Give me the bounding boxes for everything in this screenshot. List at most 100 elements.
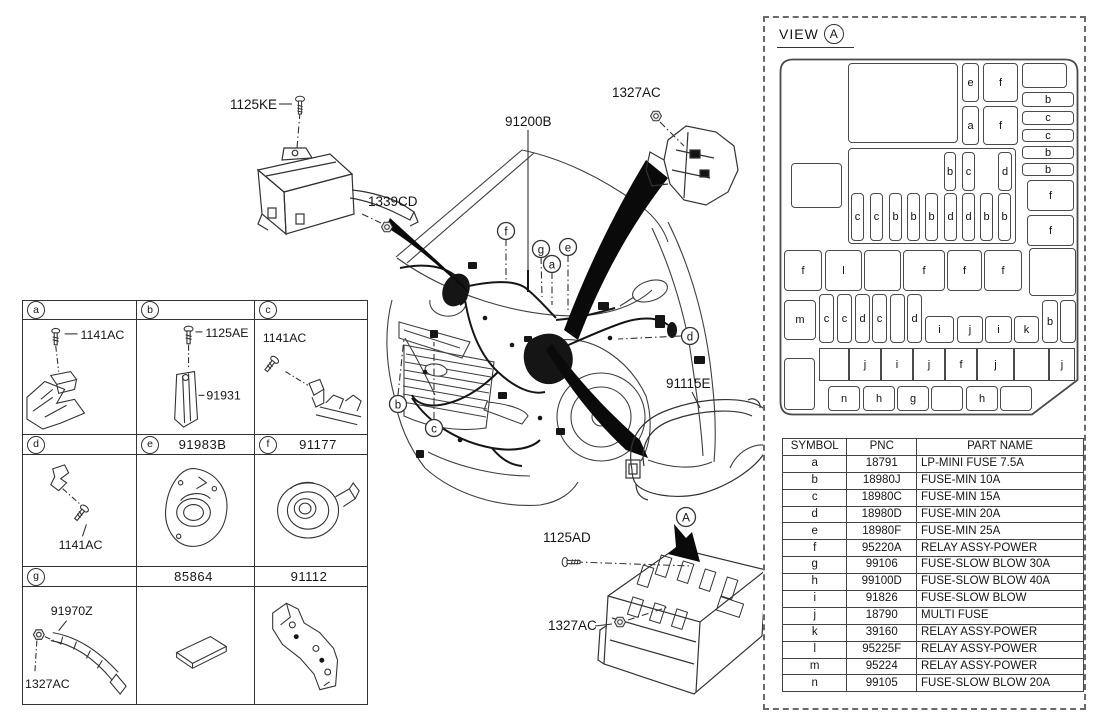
- circled-letter-a: a: [27, 301, 45, 319]
- fuse-cell-blank: [1060, 300, 1076, 343]
- symbol-cell: g: [781, 556, 848, 575]
- header-symbol: SYMBOL: [781, 438, 848, 456]
- label-91200B[interactable]: 91200B: [505, 114, 552, 129]
- label-91115E[interactable]: 91115E: [666, 376, 711, 391]
- fuse-cell-blank: [931, 386, 963, 411]
- fuse-cell-d: d: [998, 152, 1012, 191]
- nut-icon: [614, 616, 626, 628]
- label-1339CD[interactable]: 1339CD: [368, 194, 418, 209]
- fuse-cell-c: c: [819, 294, 834, 343]
- callout-d[interactable]: d: [680, 326, 700, 346]
- grid-cell-f: [255, 455, 367, 567]
- fuse-cell-m: m: [784, 300, 816, 340]
- callout-1141AC[interactable]: 1141AC: [263, 331, 307, 345]
- part-name-cell: RELAY ASSY-POWER: [916, 623, 1084, 642]
- car-body-sketch: [386, 149, 769, 506]
- fuse-cell-j: j: [849, 348, 881, 381]
- pnc-cell: 95220A: [846, 539, 918, 558]
- grid-cell-c: 1141AC: [255, 320, 367, 435]
- fuse-cell-h: h: [966, 386, 998, 411]
- fuse-cell-k: k: [1014, 316, 1039, 343]
- callout-f[interactable]: f: [496, 221, 516, 241]
- callout-a[interactable]: a: [542, 254, 562, 274]
- symbol-cell: n: [781, 674, 848, 693]
- fuse-cell-blank: [784, 358, 815, 410]
- grid-header-91112: 91112: [255, 567, 367, 587]
- label-1327AC-bottom[interactable]: 1327AC: [548, 618, 597, 633]
- fuse-cell-b: b: [1022, 146, 1074, 159]
- svg-text:f: f: [504, 227, 508, 239]
- circled-letter-f: f: [259, 435, 277, 454]
- callout-1327AC[interactable]: 1327AC: [25, 677, 70, 691]
- fuse-cell-b: b: [907, 193, 920, 241]
- pnc-cell: 18980J: [846, 471, 918, 490]
- callout-b[interactable]: b: [388, 394, 408, 414]
- pnc-cell: 18790: [846, 606, 918, 625]
- fuse-cell-b: b: [1022, 163, 1074, 176]
- grid-cell-d: 1141AC: [23, 455, 137, 567]
- svg-text:c: c: [431, 424, 437, 436]
- fuse-cell-n: n: [828, 386, 860, 411]
- callout-e[interactable]: e: [558, 237, 578, 257]
- part-number-91177[interactable]: 91177: [299, 437, 337, 452]
- callout-1125AE[interactable]: 1125AE: [205, 326, 248, 340]
- callout-c[interactable]: c: [424, 418, 444, 438]
- fuse-cell-b: b: [889, 193, 902, 241]
- view-a-marker[interactable]: A: [675, 506, 697, 528]
- symbol-cell: m: [781, 657, 848, 676]
- part-number-85864[interactable]: 85864: [174, 569, 213, 584]
- callout-1141AC[interactable]: 1141AC: [80, 328, 124, 342]
- center-diagram: A 1125KE 1339CD 91200B 1327AC 91115E 112…: [230, 85, 773, 695]
- pnc-cell: 99100D: [846, 573, 918, 592]
- callout-91970Z[interactable]: 91970Z: [51, 604, 93, 618]
- callout-91931[interactable]: 91931: [206, 388, 241, 402]
- part-number-91112[interactable]: 91112: [290, 569, 328, 584]
- symbol-table-header: SYMBOL PNC PART NAME: [781, 438, 1084, 456]
- relay-sketch: [256, 147, 419, 236]
- fuse-cell-i: i: [881, 348, 913, 381]
- part-name-cell: FUSE-SLOW BLOW: [916, 590, 1084, 608]
- screw-icon: [295, 95, 305, 115]
- bracket-sketch: [645, 125, 739, 206]
- fuse-cell-blank: [1029, 248, 1076, 296]
- fuse-cell-j: j: [913, 348, 945, 381]
- grid-cell-b: 1125AE 91931: [137, 320, 255, 435]
- fuse-cell-blank: [1014, 348, 1049, 381]
- header-pnc: PNC: [846, 438, 918, 456]
- label-1125AD[interactable]: 1125AD: [543, 530, 591, 545]
- part-name-cell: FUSE-MIN 15A: [916, 488, 1084, 507]
- fuse-cell-c: c: [962, 152, 975, 191]
- svg-text:g: g: [538, 245, 544, 257]
- pnc-cell: 99105: [846, 674, 918, 693]
- callout-g[interactable]: g: [531, 239, 551, 259]
- fuse-cell-d: d: [944, 193, 957, 241]
- svg-text:e: e: [565, 243, 571, 255]
- part-number-91983B[interactable]: 91983B: [178, 437, 227, 452]
- grid-header-a: a: [23, 301, 137, 320]
- fuse-cell-b: b: [1042, 300, 1058, 343]
- grid-cell-e: [137, 455, 255, 567]
- fuse-cell-j: j: [1049, 348, 1075, 381]
- grid-header-c: c: [255, 301, 367, 320]
- circled-letter-d: d: [27, 435, 45, 454]
- fuse-cell-c: c: [870, 193, 883, 241]
- symbol-cell: l: [781, 640, 848, 659]
- label-1327AC-top[interactable]: 1327AC: [612, 85, 661, 100]
- label-1125KE[interactable]: 1125KE: [230, 97, 277, 112]
- fuse-cell-j: j: [977, 348, 1014, 381]
- fuse-cell-f: f: [1027, 180, 1074, 211]
- callout-1141AC[interactable]: 1141AC: [59, 538, 103, 552]
- part-name-cell: FUSE-MIN 25A: [916, 522, 1084, 541]
- symbol-cell: j: [781, 606, 848, 625]
- grid-header-b: b: [137, 301, 255, 320]
- grid-header-e: e 91983B: [137, 435, 255, 455]
